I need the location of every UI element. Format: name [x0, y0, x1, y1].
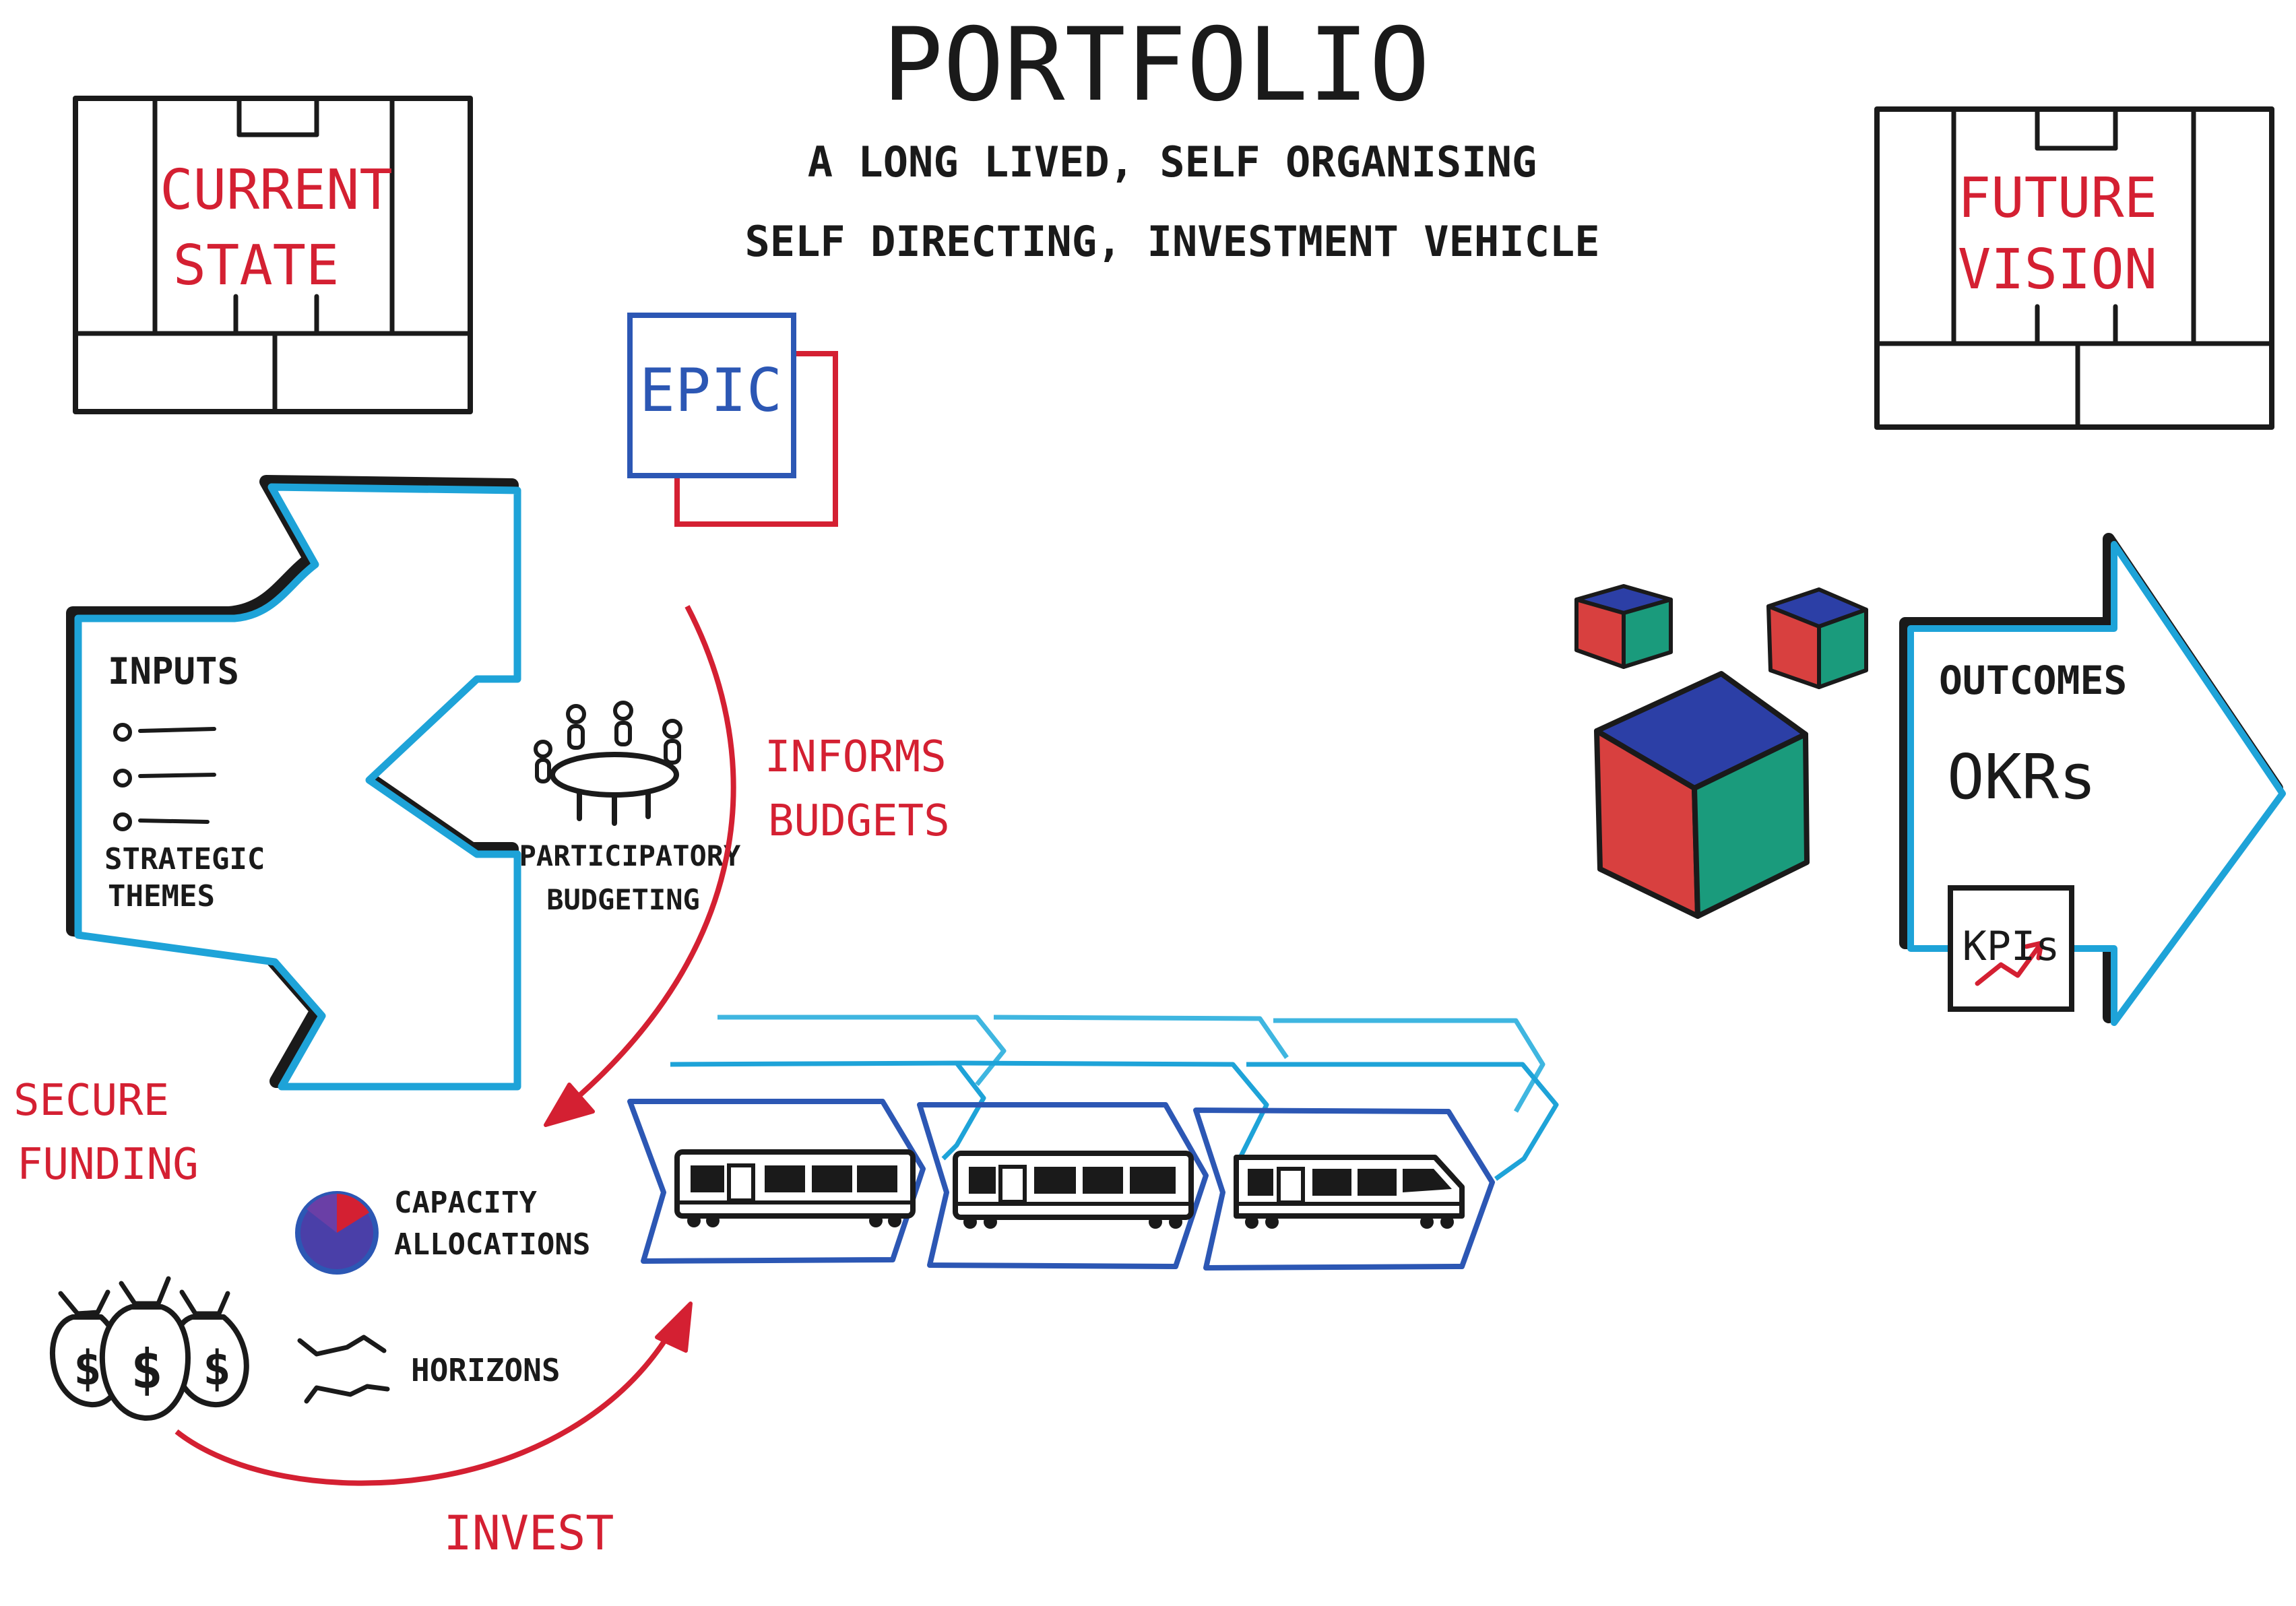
small-cube-right-icon: [1768, 589, 1866, 687]
svg-text:$: $: [73, 1341, 102, 1396]
future-vision-label-2: VISION: [1958, 238, 2157, 302]
secure-funding-label-1: SECURE: [13, 1076, 169, 1126]
svg-text:$: $: [131, 1338, 163, 1401]
invest-arrow: [177, 1320, 677, 1483]
informs-budgets-label-2: BUDGETS: [768, 796, 950, 846]
large-cube-icon: [1597, 674, 1807, 916]
horizons-label: HORIZONS: [411, 1352, 561, 1388]
capacity-label-2: ALLOCATIONS: [394, 1227, 590, 1262]
okrs-label: OKRs: [1947, 741, 2097, 813]
inputs-heading: INPUTS: [108, 650, 239, 693]
page-title: PORTFOLIO: [883, 7, 1430, 124]
small-cube-left-icon: [1576, 586, 1671, 667]
horizons-icon: [300, 1337, 387, 1401]
train-car-3-locomotive: [1236, 1157, 1462, 1229]
svg-text:$: $: [203, 1341, 231, 1396]
current-state-label-1: CURRENT: [160, 158, 393, 222]
participatory-label-1: PARTICIPATORY: [519, 839, 741, 872]
participatory-label-2: BUDGETING: [546, 883, 700, 916]
capacity-label-1: CAPACITY: [394, 1186, 537, 1220]
future-vision-label-1: FUTURE: [1958, 166, 2157, 230]
money-bags-icon: $ $ $: [53, 1279, 247, 1418]
subtitle-line-1: A LONG LIVED, SELF ORGANISING: [808, 137, 1537, 187]
capacity-pie-icon: [298, 1194, 376, 1272]
invest-label: INVEST: [444, 1506, 614, 1561]
strategic-themes-label-2: THEMES: [108, 879, 215, 913]
train-car-2: [955, 1153, 1191, 1229]
current-state-label-2: STATE: [173, 234, 340, 298]
meeting-table-icon: [536, 703, 680, 823]
secure-funding-label-2: FUNDING: [17, 1140, 199, 1190]
train-car-1: [677, 1152, 913, 1227]
strategic-themes-label-1: STRATEGIC: [104, 842, 265, 876]
epic-label: EPIC: [639, 356, 782, 425]
kpis-label: KPIs: [1963, 923, 2060, 970]
subtitle-line-2: SELF DIRECTING, INVESTMENT VEHICLE: [744, 217, 1599, 266]
outcomes-label: OUTCOMES: [1939, 657, 2127, 703]
informs-budgets-label-1: INFORMS: [765, 732, 947, 782]
inputs-arrow-shape: [73, 482, 517, 1087]
